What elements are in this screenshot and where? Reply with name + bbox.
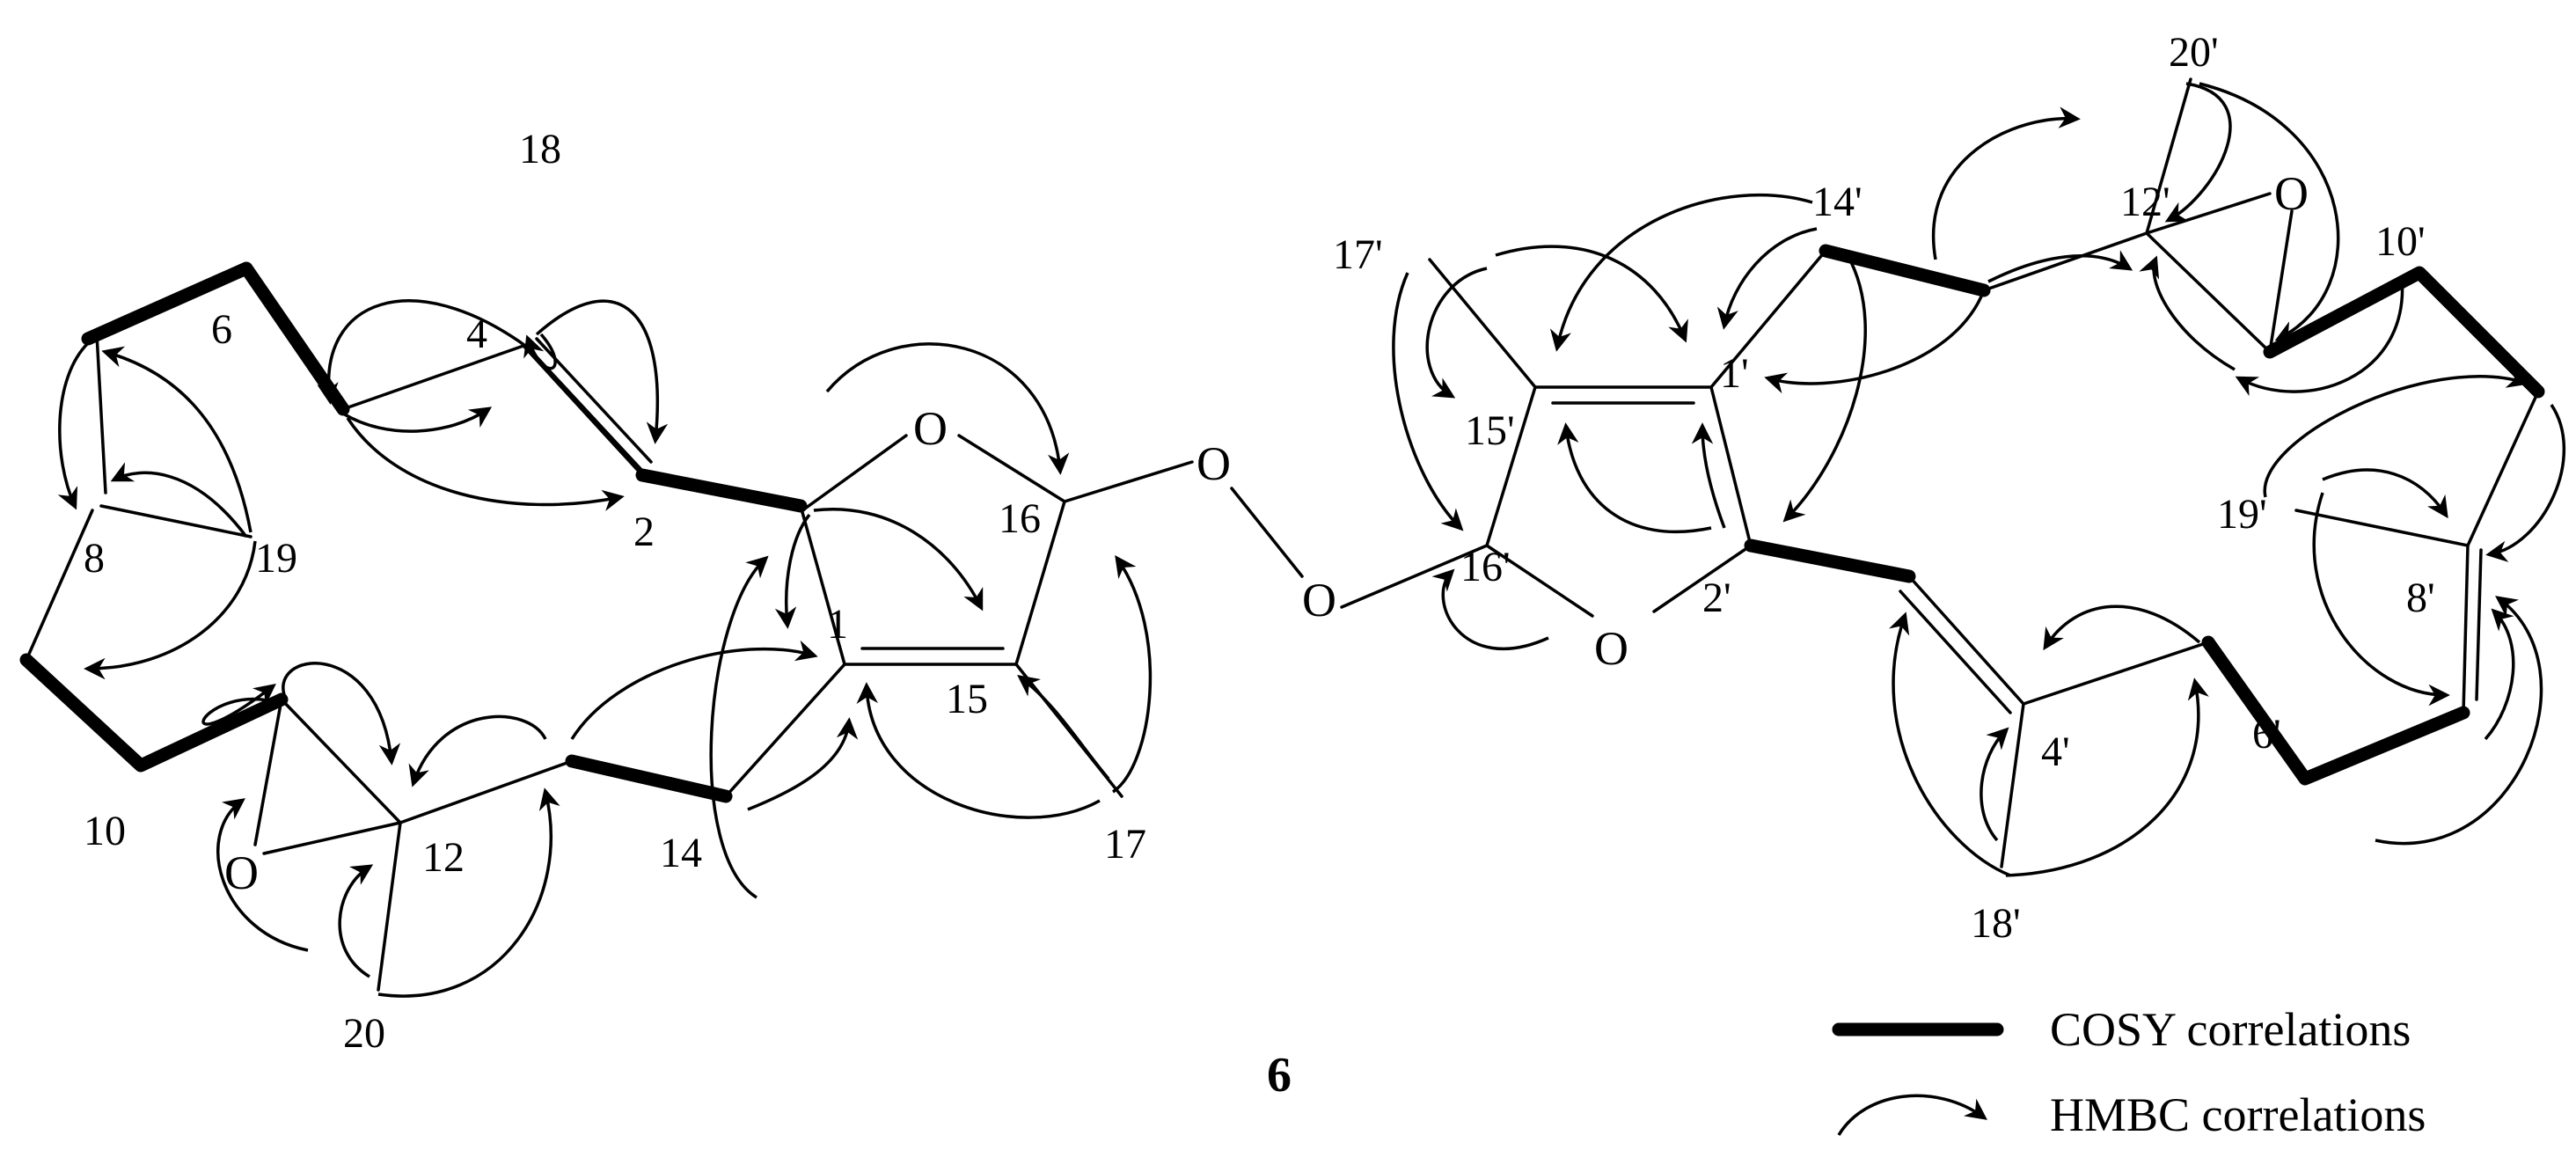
left-atom-labels: 18 4 6 8 19 10 O 12 20 14 1 15 17 2 O 16 xyxy=(84,126,1146,1057)
legend: COSY correlations HMBC correlations xyxy=(1832,1003,2426,1141)
label-c6p: 6' xyxy=(2252,711,2281,758)
label-o-ring: O xyxy=(913,402,948,455)
label-c19: 19 xyxy=(255,535,297,582)
label-c10p: 10' xyxy=(2375,218,2426,265)
label-c8: 8 xyxy=(84,535,105,582)
right-cosy-bonds xyxy=(1744,244,2545,786)
label-c18: 18 xyxy=(519,126,561,172)
label-c19p: 19' xyxy=(2217,491,2267,538)
peroxide-bridge: O O xyxy=(1197,437,1489,626)
label-c16p: 16' xyxy=(1460,544,1511,590)
label-c20p: 20' xyxy=(2169,29,2219,76)
left-monomer: 18 4 6 8 19 10 O 12 20 14 1 15 17 2 O 16 xyxy=(19,126,1194,1057)
label-c14p: 14' xyxy=(1812,179,1862,225)
legend-cosy-label: COSY correlations xyxy=(2050,1003,2411,1056)
label-c10: 10 xyxy=(84,808,126,854)
left-bonds xyxy=(25,333,1194,992)
label-c18p: 18' xyxy=(1971,900,2021,947)
legend-hmbc-label: HMBC correlations xyxy=(2050,1088,2426,1141)
right-atom-labels: 17' 15' 16' O 2' 1' 14' 12' 20' O 10' 19… xyxy=(1333,29,2435,947)
label-c16: 16 xyxy=(999,495,1041,542)
right-bonds xyxy=(1428,77,2540,868)
right-hmbc-arrows xyxy=(1392,82,2566,877)
label-c8p: 8' xyxy=(2406,575,2435,621)
label-c1: 1 xyxy=(827,601,848,648)
label-o-ring-p: O xyxy=(1594,622,1628,675)
label-c1p: 1' xyxy=(1720,350,1749,397)
label-c12: 12 xyxy=(422,834,465,881)
label-c2p: 2' xyxy=(1702,575,1731,621)
label-c15p: 15' xyxy=(1465,407,1515,454)
label-c17p: 17' xyxy=(1333,231,1383,278)
label-c15: 15 xyxy=(946,676,988,722)
compound-number: 6 xyxy=(1267,1048,1292,1102)
label-c14: 14 xyxy=(660,830,702,876)
label-c4p: 4' xyxy=(2041,729,2070,775)
label-c4: 4 xyxy=(466,311,487,357)
right-monomer: 17' 15' 16' O 2' 1' 14' 12' 20' O 10' 19… xyxy=(1333,29,2566,947)
label-c2: 2 xyxy=(633,509,655,555)
label-o-epoxide-p: O xyxy=(2274,167,2309,220)
legend-hmbc-swatch xyxy=(1837,1094,1987,1136)
label-o-epoxide: O xyxy=(224,846,259,899)
label-c12p: 12' xyxy=(2120,179,2170,225)
label-c6: 6 xyxy=(211,306,232,353)
label-c17: 17 xyxy=(1104,821,1146,868)
label-peroxide-o-a: O xyxy=(1197,437,1231,490)
label-peroxide-o-b: O xyxy=(1302,574,1336,626)
left-cosy-bonds xyxy=(19,261,808,803)
label-c20: 20 xyxy=(343,1010,385,1057)
left-hmbc-arrows xyxy=(57,299,1153,998)
